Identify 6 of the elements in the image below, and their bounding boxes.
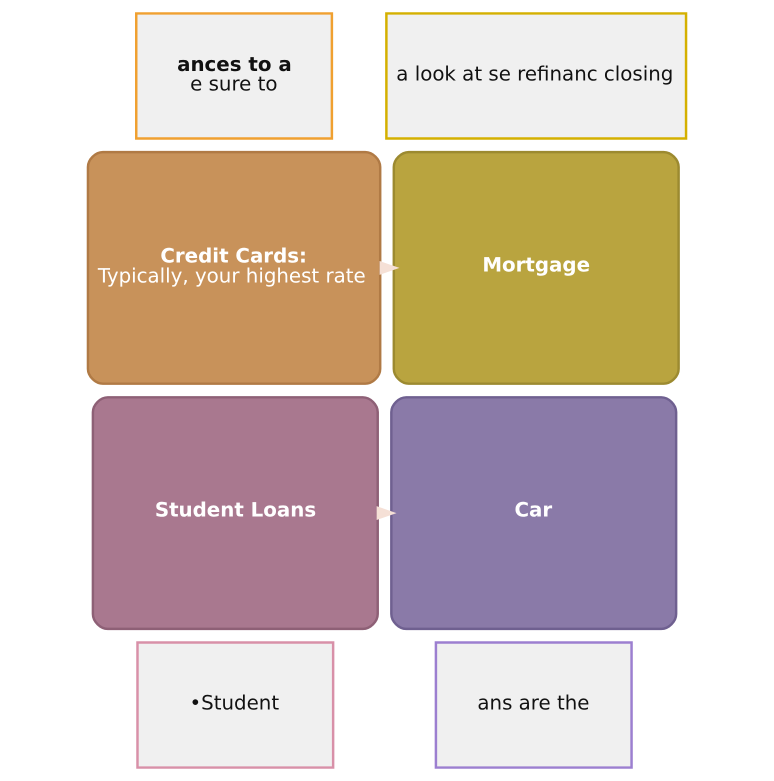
node-box: •Student — [136, 641, 334, 769]
node-box: ans are the — [434, 641, 633, 769]
node-box: Mortgage — [392, 150, 680, 385]
node-box: Car — [390, 396, 678, 630]
node-box: a look at se refinanc closing — [385, 12, 688, 140]
node-box: ances to a e sure to — [135, 12, 334, 140]
